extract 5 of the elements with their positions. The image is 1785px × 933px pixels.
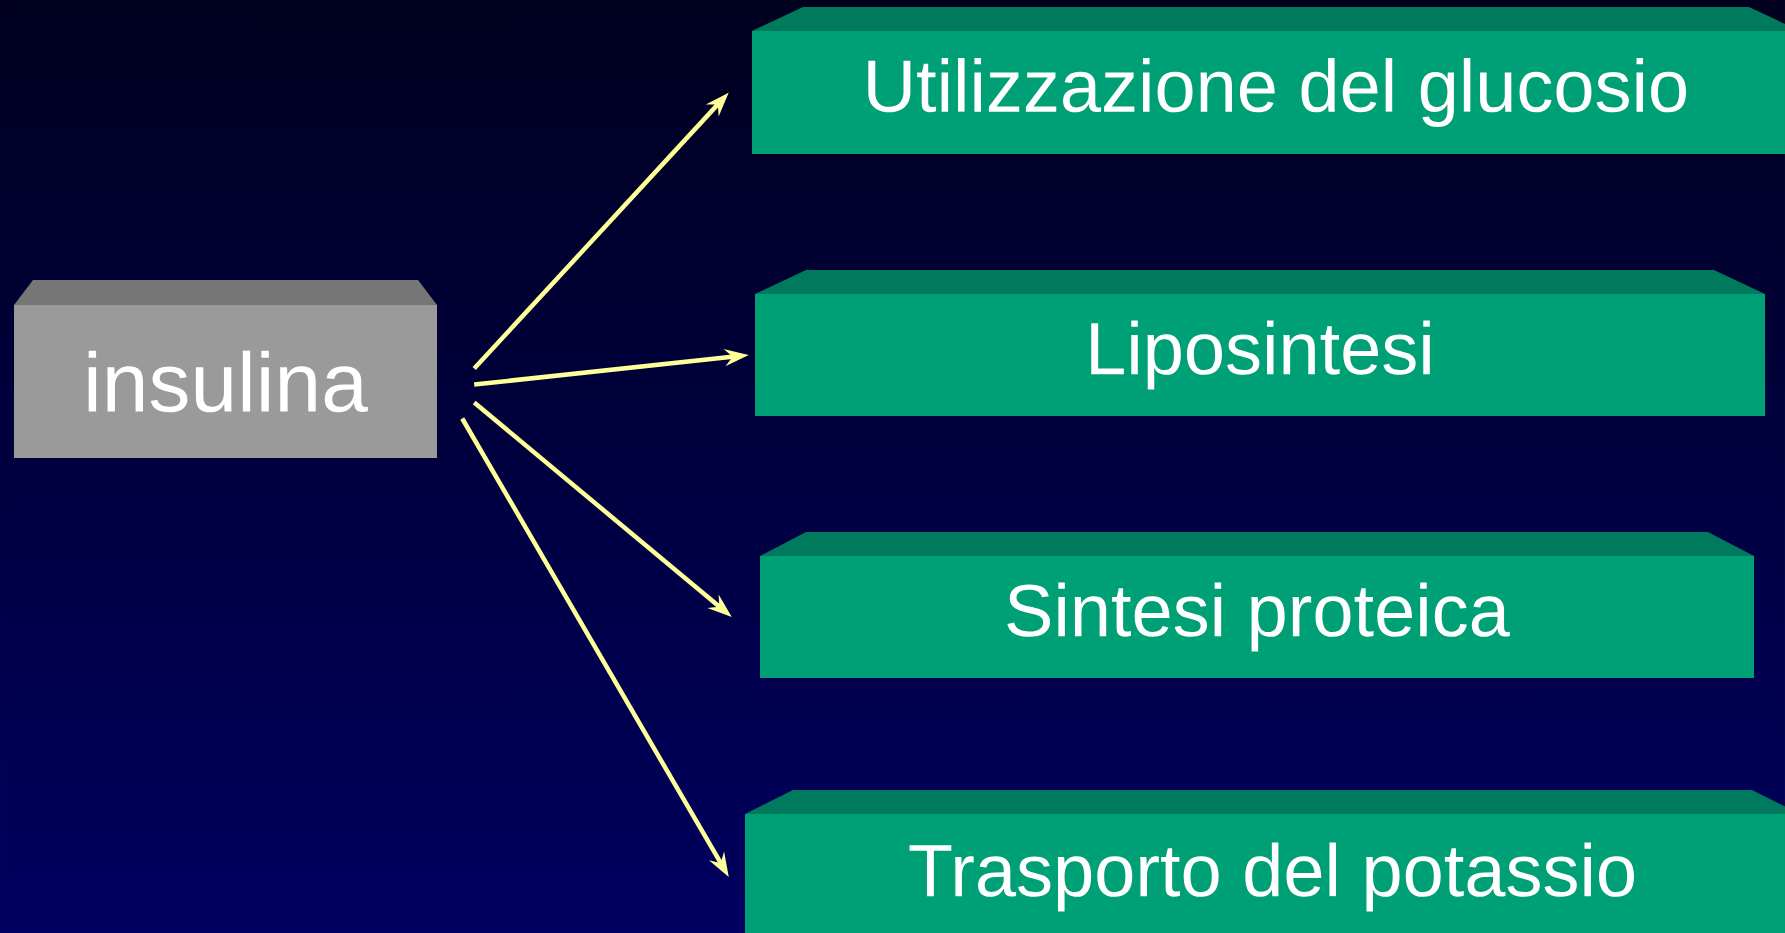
process-box: Trasporto del potassio	[745, 790, 1785, 933]
process-box: insulina	[14, 280, 437, 458]
process-box: Sintesi proteica	[760, 532, 1754, 678]
process-box: Liposintesi	[755, 270, 1765, 416]
process-box: Utilizzazione del glucosio	[752, 7, 1785, 154]
